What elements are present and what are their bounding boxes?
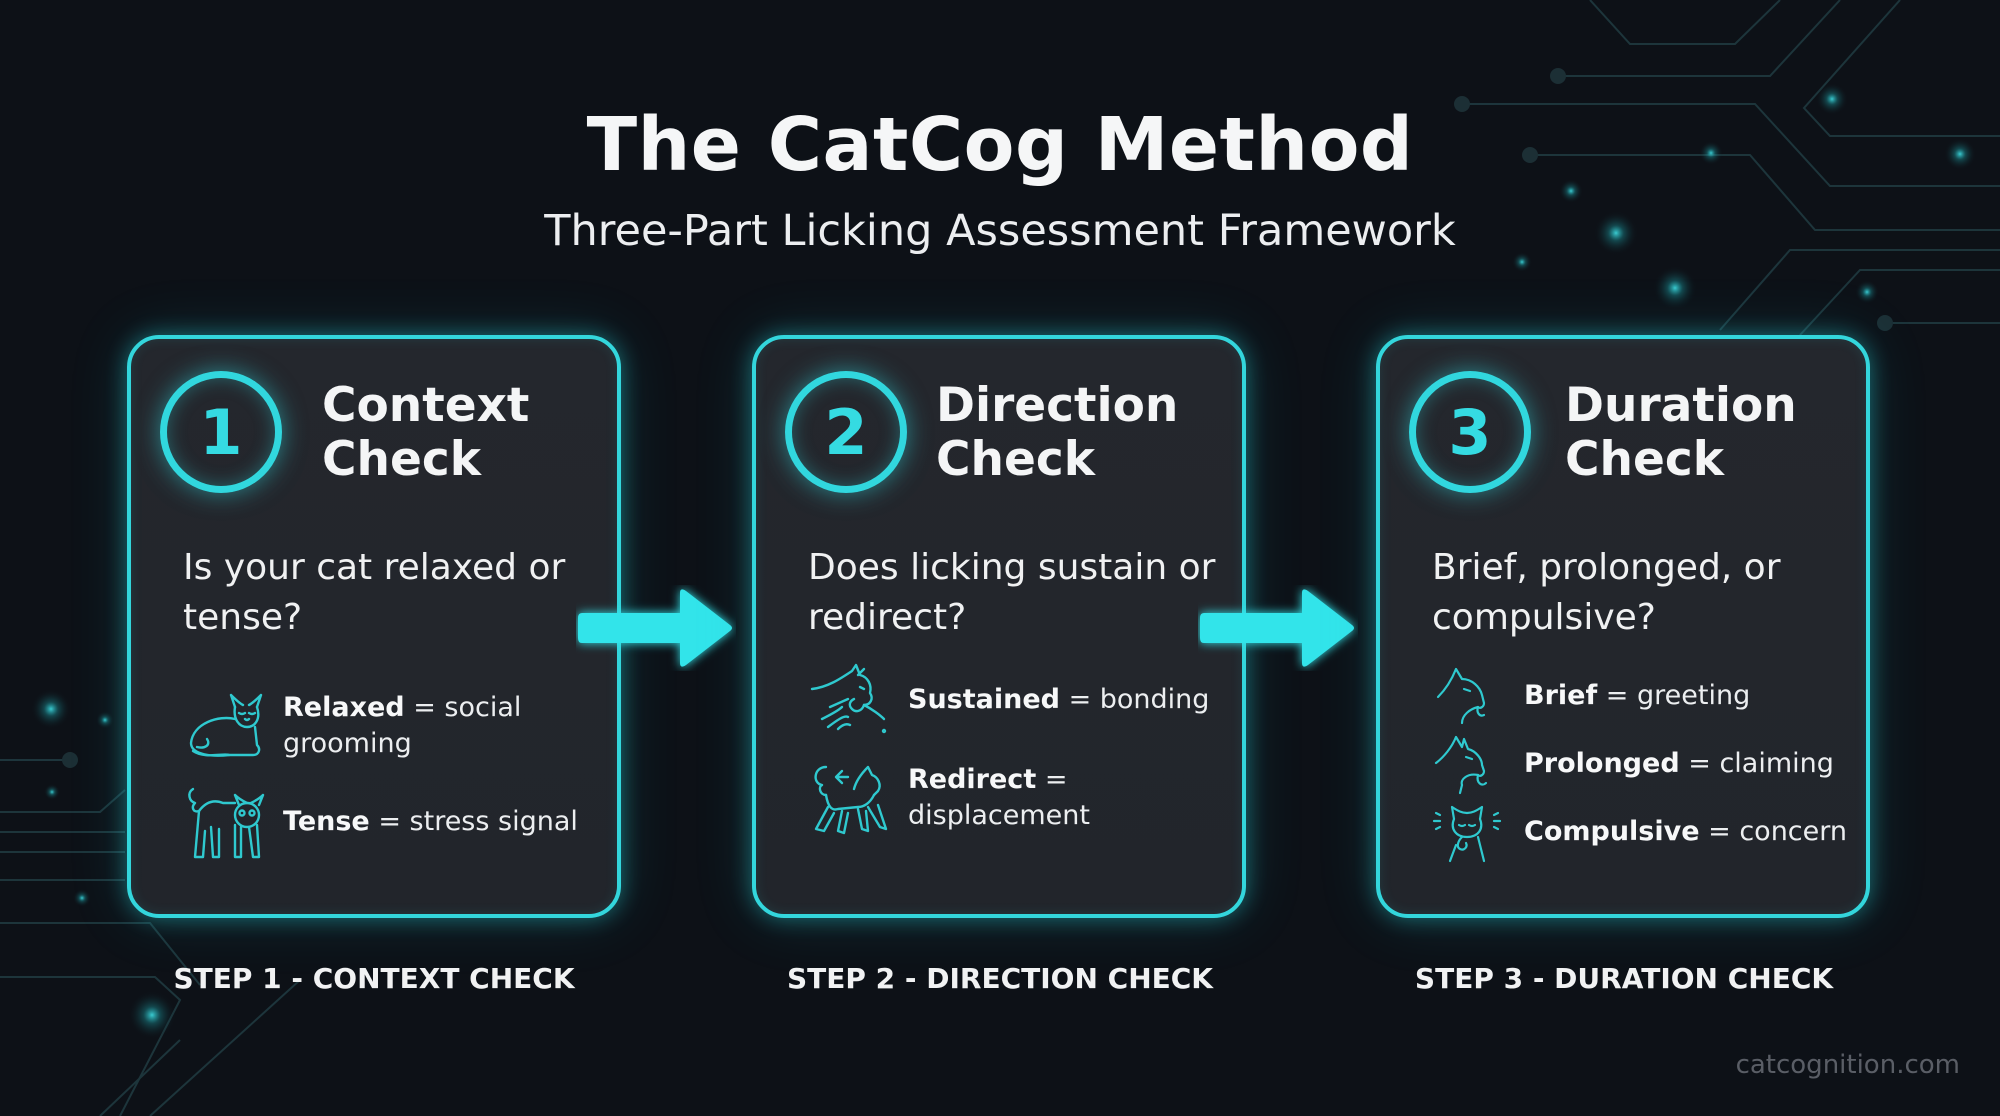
indicator-meaning: = bonding <box>1059 684 1210 715</box>
step-label-2: STEP 2 - DIRECTION CHECK <box>786 962 1213 995</box>
indicator-text: Redirect = displacement <box>908 762 1238 834</box>
card-title-line1: Duration <box>1565 378 1797 433</box>
step-label-1: STEP 1 - CONTEXT CHECK <box>173 962 575 995</box>
card-question: Is your cat relaxed or tense? <box>183 547 566 638</box>
tense-cat-icon <box>183 781 265 863</box>
list-item: Compulsive = concern <box>1432 801 1862 863</box>
card-title: Context Check <box>322 379 529 487</box>
card-title-line2: Check <box>322 432 481 487</box>
step-number-badge: 1 <box>160 371 282 493</box>
step-card-context: 1 Context Check Is your cat relaxed or t… <box>127 335 621 918</box>
site-watermark: catcognition.com <box>1735 1050 1960 1080</box>
cat-redirect-icon <box>808 757 890 839</box>
card-title-line1: Direction <box>936 378 1179 433</box>
list-item: Brief = greeting <box>1432 665 1862 727</box>
cat-brief-lick-icon <box>1432 665 1502 727</box>
right-arrow-icon <box>578 589 732 667</box>
list-item: Tense = stress signal <box>183 781 613 863</box>
indicator-text: Relaxed = social grooming <box>283 690 613 762</box>
card-title-line2: Check <box>1565 432 1724 487</box>
indicator-term: Brief <box>1524 680 1598 711</box>
indicator-list: Sustained = bonding Redirect = displacem… <box>808 659 1238 855</box>
step-label-3: STEP 3 - DURATION CHECK <box>1414 962 1834 995</box>
indicator-term: Sustained <box>908 684 1060 715</box>
indicator-term: Compulsive <box>1524 816 1700 847</box>
card-title-line2: Check <box>936 432 1095 487</box>
card-title: Direction Check <box>936 379 1178 487</box>
indicator-meaning: = greeting <box>1597 680 1751 711</box>
card-title: Duration Check <box>1565 379 1797 487</box>
list-item: Sustained = bonding <box>808 659 1238 741</box>
indicator-meaning: = displacement <box>908 764 1090 831</box>
indicator-list: Brief = greeting Prolonged = claiming <box>1432 665 1862 869</box>
cat-prolonged-lick-icon <box>1432 733 1502 795</box>
indicator-term: Relaxed <box>283 692 405 723</box>
step-card-duration: 3 Duration Check Brief, prolonged, or co… <box>1376 335 1870 918</box>
card-question: Does licking sustain or redirect? <box>808 547 1216 638</box>
indicator-term: Tense <box>283 806 370 837</box>
indicator-text: Sustained = bonding <box>908 682 1209 718</box>
indicator-text: Brief = greeting <box>1524 678 1750 714</box>
indicator-term: Prolonged <box>1524 748 1680 779</box>
card-title-line1: Context <box>322 378 530 433</box>
cat-compulsive-lick-icon <box>1432 801 1502 863</box>
indicator-term: Redirect <box>908 764 1037 795</box>
list-item: Prolonged = claiming <box>1432 733 1862 795</box>
step-number-badge: 2 <box>785 371 907 493</box>
indicator-meaning: = stress signal <box>369 806 578 837</box>
page-subtitle: Three-Part Licking Assessment Framework <box>544 206 1456 256</box>
step-number-badge: 3 <box>1409 371 1531 493</box>
list-item: Redirect = displacement <box>808 757 1238 839</box>
step-card-direction: 2 Direction Check Does licking sustain o… <box>752 335 1246 918</box>
indicator-text: Tense = stress signal <box>283 804 578 840</box>
card-question: Brief, prolonged, or compulsive? <box>1432 547 1781 638</box>
list-item: Relaxed = social grooming <box>183 685 613 767</box>
indicator-meaning: = concern <box>1699 816 1848 847</box>
page-title: The CatCog Method <box>586 102 1414 188</box>
indicator-meaning: = claiming <box>1679 748 1834 779</box>
indicator-text: Prolonged = claiming <box>1524 746 1834 782</box>
relaxed-cat-icon <box>183 685 265 767</box>
indicator-text: Compulsive = concern <box>1524 814 1847 850</box>
cat-licking-paw-icon <box>808 659 890 741</box>
indicator-meaning: = social grooming <box>283 692 522 759</box>
right-arrow-icon <box>1200 589 1354 667</box>
indicator-list: Relaxed = social grooming Tense = stress… <box>183 685 613 877</box>
